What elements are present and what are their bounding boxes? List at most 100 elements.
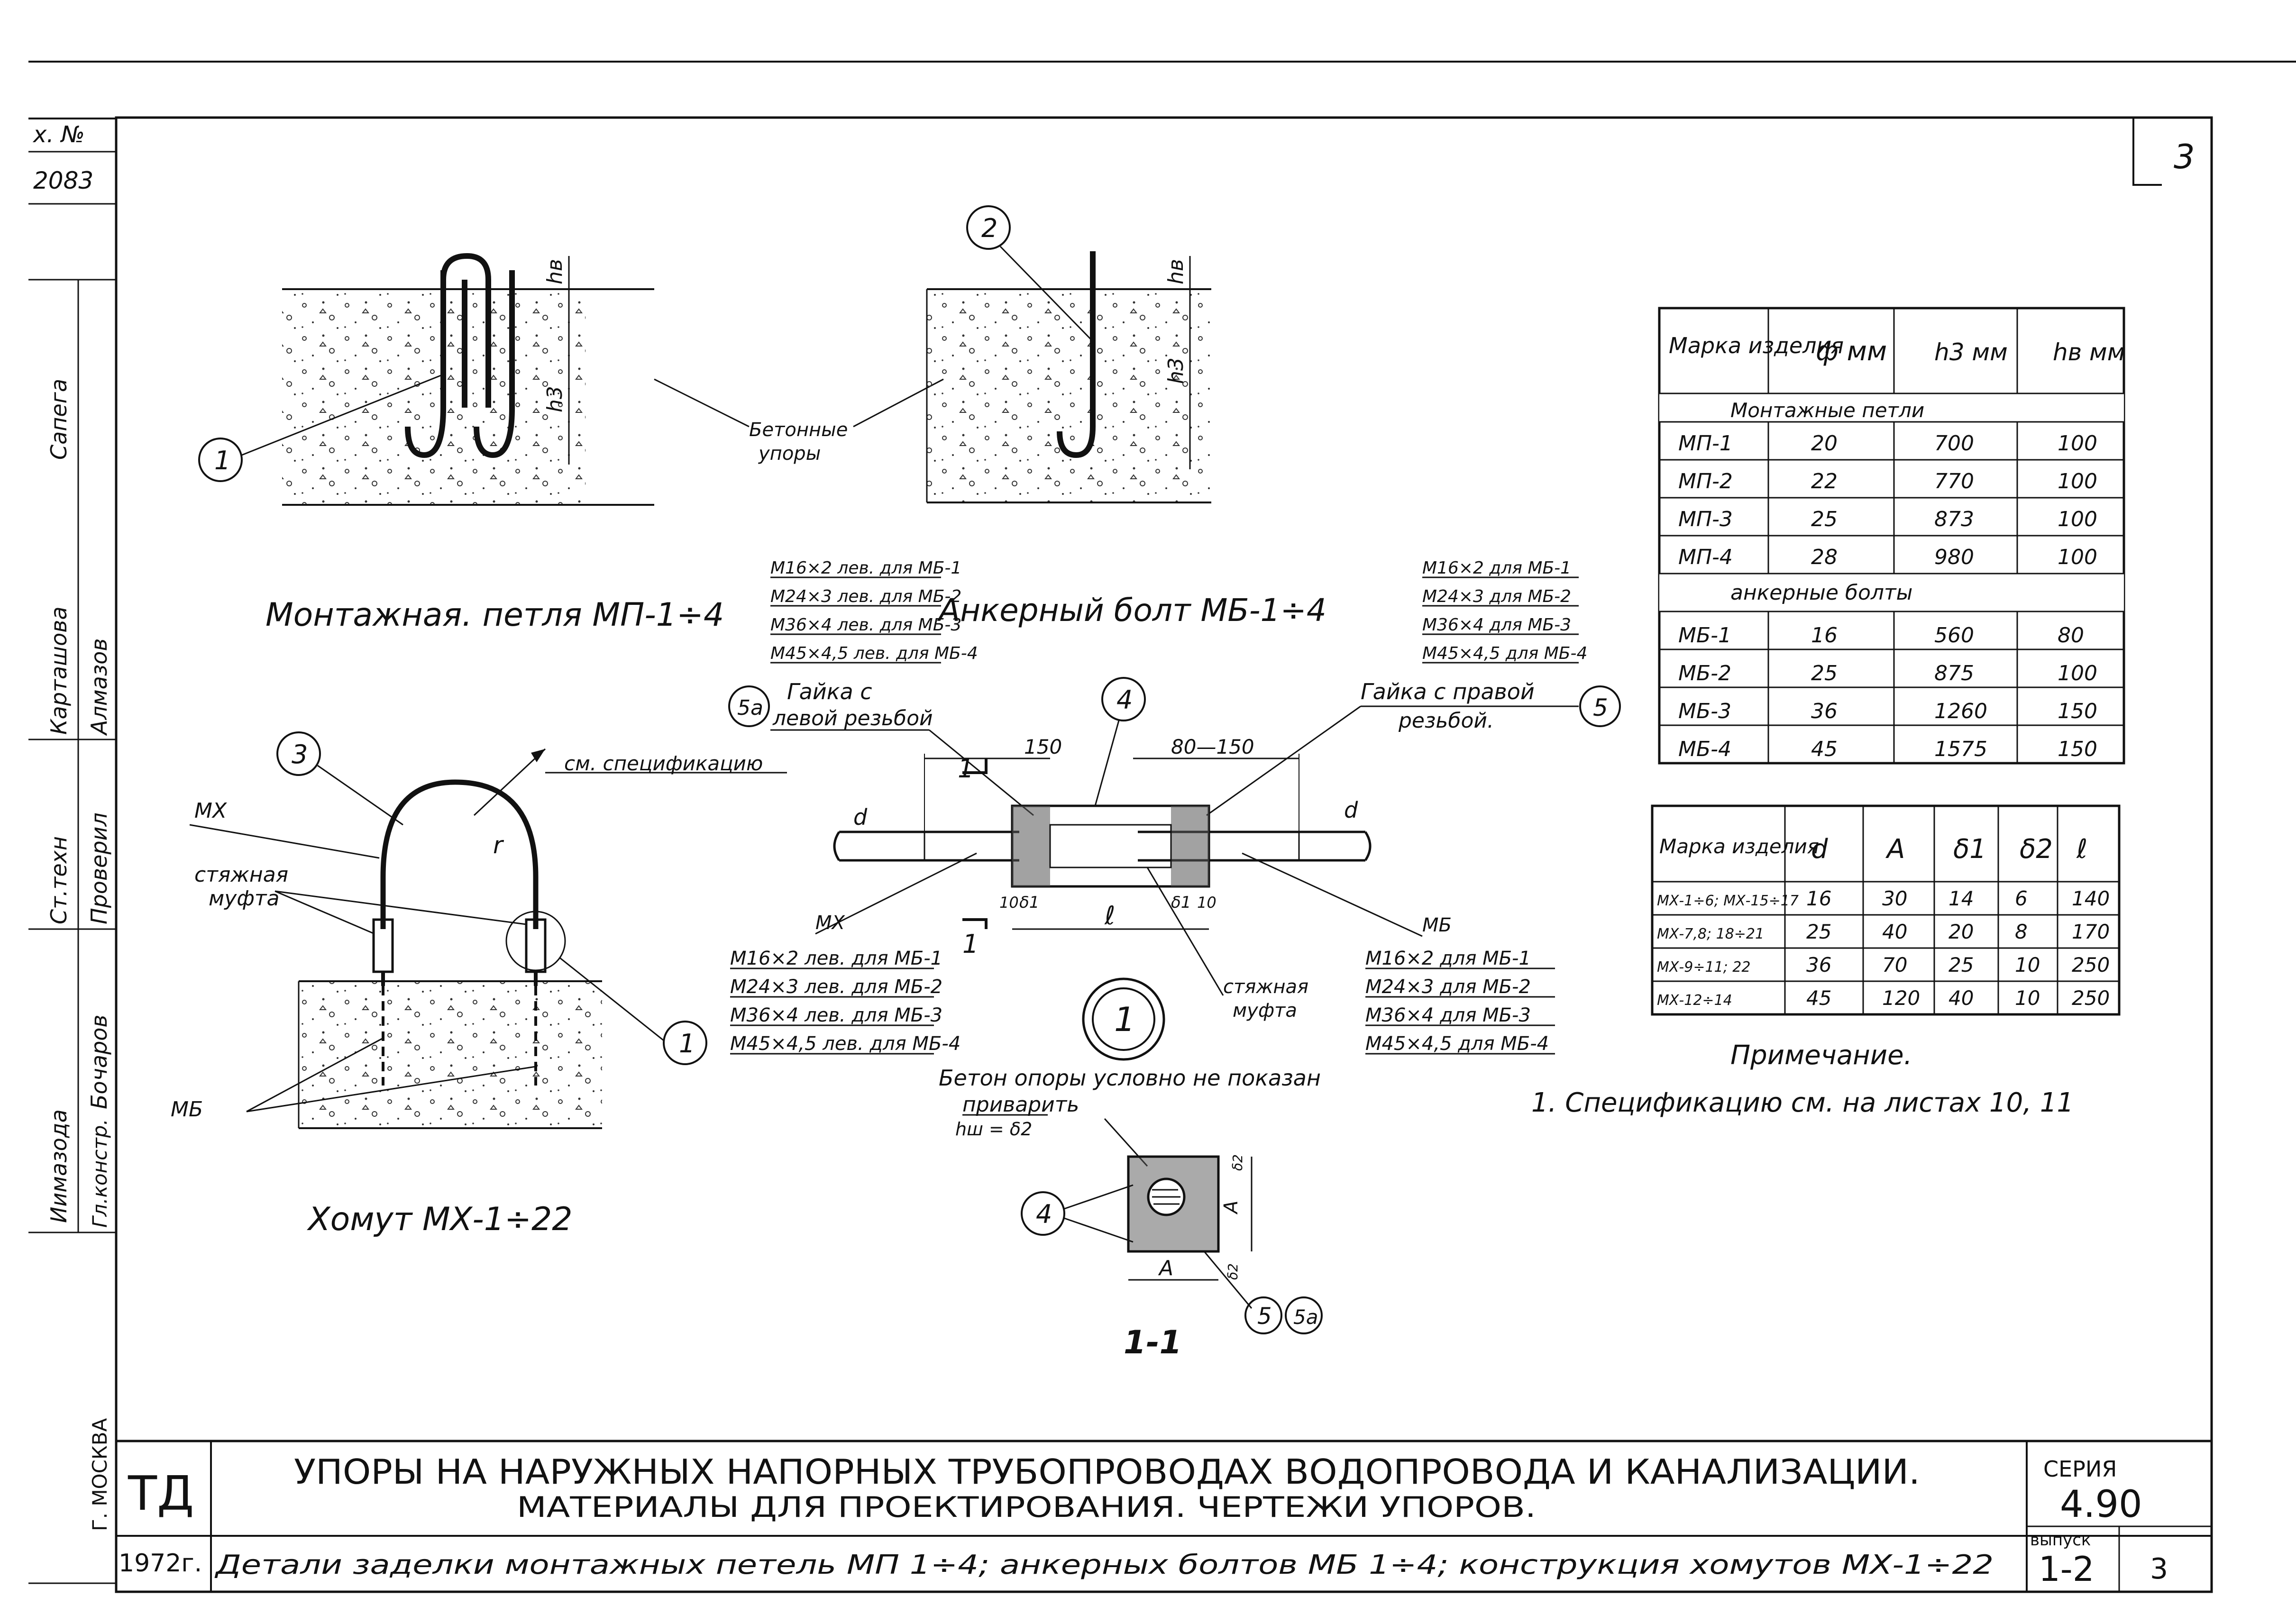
weld-note: приварить — [962, 1093, 1079, 1117]
table2-header: δ1 — [1953, 834, 1986, 865]
side-stamp: х. № 2083 Сапега Карташова Алмазов Прове… — [28, 118, 116, 1584]
table1-cell: МБ-3 — [1678, 699, 1731, 723]
table2-header: d — [1811, 834, 1828, 865]
stamp-name-1: Сапега — [46, 379, 72, 460]
loop-dim-h3: h3 — [543, 386, 567, 412]
table1-cell: 25 — [1811, 661, 1838, 685]
callout-5ab — [1285, 1296, 1323, 1334]
table1-cell: 980 — [1934, 545, 1974, 569]
sheet-cell: 3 — [2150, 1552, 2168, 1586]
weld-formula: hш = δ2 — [955, 1119, 1032, 1140]
mb-label: МБ — [1422, 914, 1452, 936]
table1-cell: 100 — [2058, 661, 2097, 685]
table1-cell: МБ-4 — [1678, 737, 1731, 761]
table1-cell: МБ-2 — [1678, 661, 1731, 685]
table1-cell: 100 — [2058, 545, 2097, 569]
bolt-coupling-1: стяжная — [1223, 976, 1308, 998]
dim-10-right: 10 — [1197, 894, 1217, 912]
callout-5b-label: 5 — [1257, 1303, 1272, 1330]
section-dim-a-right: A — [1220, 1201, 1242, 1215]
table1-cell: 20 — [1811, 431, 1838, 456]
table1-cell: 100 — [2058, 469, 2097, 493]
table1-cell: МП-4 — [1678, 545, 1733, 569]
table2-cell: МХ-1÷6; МХ-15÷17 — [1657, 893, 1799, 909]
callout-4 — [1101, 677, 1146, 721]
stamp-name-8: Гл.констр. — [88, 1119, 111, 1228]
series-value: 4.90 — [2060, 1483, 2142, 1526]
table1-header-mark: Марка изделия — [1669, 333, 1844, 358]
dim-d1-left: δ1 — [1019, 893, 1039, 912]
stamp-city: Г. МОСКВА — [88, 1418, 111, 1531]
table2-cell: 20 — [1948, 920, 1974, 943]
year: 1972г. — [119, 1549, 202, 1578]
bolt-coupling-2: муфта — [1233, 1000, 1297, 1022]
table1-header-hb: hв мм — [2053, 338, 2125, 366]
table1-cell: 25 — [1811, 507, 1838, 531]
clamp-coupling-2: муфта — [209, 886, 279, 911]
bolt-right-spec-line: М16×2 для МБ-1 — [1422, 558, 1571, 578]
table1-cell: МП-2 — [1678, 469, 1733, 493]
callout-2-label: 2 — [981, 213, 997, 243]
concrete-label-2: упоры — [758, 443, 821, 465]
table1-cell: 36 — [1811, 699, 1838, 723]
clamp-title: Хомут МХ-1÷22 — [307, 1201, 573, 1238]
td-mark: ТД — [128, 1466, 194, 1521]
main-title: УПОРЫ НА НАРУЖНЫХ НАПОРНЫХ ТРУБОПРОВОДАХ… — [294, 1452, 1920, 1492]
table2-cell: 40 — [1882, 920, 1907, 943]
montage-loop-view: hв h3 1 Монтажная. петля МП-1÷4 — [198, 253, 724, 634]
mb-spec-line: М36×4 для МБ-3 — [1365, 1004, 1531, 1026]
dim-l: ℓ — [1104, 901, 1115, 931]
table2-cell: МХ-12÷14 — [1657, 992, 1732, 1009]
table1-cell: 875 — [1934, 661, 1974, 685]
table1-cell: 45 — [1811, 737, 1838, 761]
mb-spec-line: М24×3 для МБ-2 — [1365, 976, 1531, 998]
table-loops-bolts — [1658, 307, 2125, 765]
dim-80-150: 80—150 — [1171, 735, 1254, 758]
bolt-left-spec-line: М24×3 лев. для МБ-2 — [770, 587, 961, 606]
table2-cell: 70 — [1882, 953, 1907, 976]
concrete-note: Бетон опоры условно не показан — [939, 1065, 1321, 1091]
table2-cell: 25 — [1806, 920, 1831, 943]
table1-cell: 28 — [1811, 545, 1838, 569]
loop-concrete — [282, 289, 585, 505]
see-spec: см. спецификацию — [564, 752, 763, 775]
table1-cell: МБ-1 — [1678, 623, 1731, 648]
nut-right-1: Гайка с правой — [1361, 679, 1535, 704]
stamp-name-3: Алмазов — [86, 639, 112, 736]
table2-header: δ2 — [2020, 834, 2053, 865]
sheet-number-box — [2132, 118, 2162, 186]
title-block: ТД 1972г. УПОРЫ НА НАРУЖНЫХ НАПОРНЫХ ТРУ… — [116, 1440, 2212, 1592]
table1-cell: 1575 — [1934, 737, 1987, 761]
table1-cell: 22 — [1811, 469, 1838, 493]
mx-spec-line: М36×4 лев. для МБ-3 — [730, 1004, 942, 1026]
clamp-coupling-1: стяжная — [194, 863, 288, 887]
table2-cell: 6 — [2015, 887, 2028, 910]
table1-cell: 700 — [1934, 431, 1974, 456]
stamp-name-7: Бочаров — [86, 1014, 112, 1109]
mx-spec-line: М16×2 лев. для МБ-1 — [730, 948, 942, 969]
bolt-assembly: Анкерный болт МБ-1÷4 М16×2 лев. для МБ-1… — [728, 558, 1621, 1091]
series-label: СЕРИЯ — [2043, 1456, 2117, 1482]
table2-cell: 45 — [1806, 986, 1831, 1010]
table2-cell: 250 — [2072, 986, 2110, 1010]
callout-4b — [1021, 1191, 1065, 1236]
callout-1a-label: 1 — [214, 446, 230, 475]
table2-cell: 120 — [1882, 986, 1920, 1010]
sheet-title: Детали заделки монтажных петель МП 1÷4; … — [214, 1550, 1994, 1580]
clamp-arc — [380, 779, 539, 929]
callout-3 — [276, 731, 321, 776]
table2-cell: 170 — [2072, 920, 2110, 943]
callout-1b-label: 1 — [679, 1029, 695, 1058]
table1-cell: 150 — [2058, 737, 2097, 761]
table1-cell: 80 — [2058, 623, 2084, 648]
loop-title: Монтажная. петля МП-1÷4 — [265, 596, 724, 634]
table2-cell: 140 — [2072, 887, 2110, 910]
callout-5a-label: 5а — [737, 696, 763, 720]
bolt-right-spec-line: М36×4 для МБ-3 — [1422, 615, 1571, 635]
note-text: 1. Спецификацию см. на листах 10, 11 — [1531, 1087, 2074, 1118]
callout-4b-label: 4 — [1036, 1199, 1052, 1229]
